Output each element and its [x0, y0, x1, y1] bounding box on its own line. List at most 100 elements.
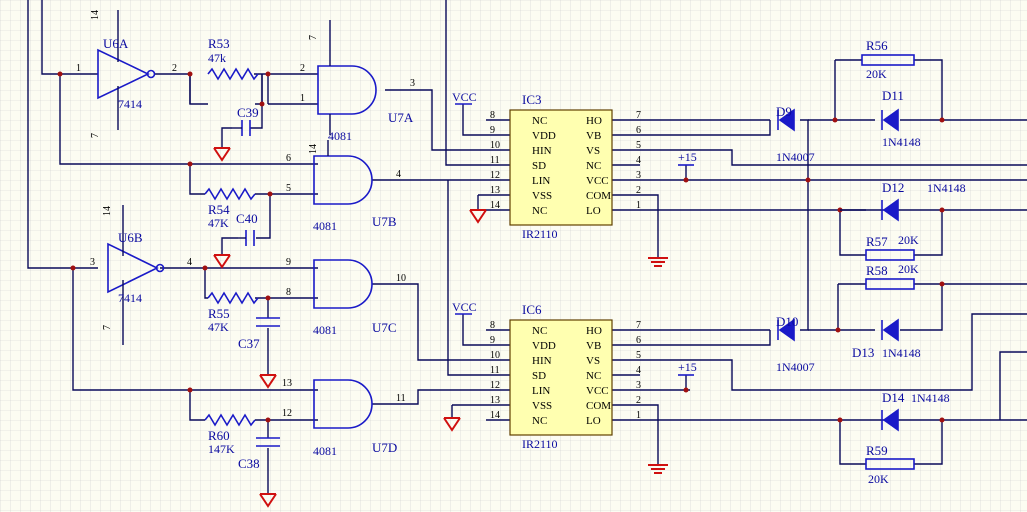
diode-d13[interactable]: D13 1N4148 — [852, 318, 921, 360]
capacitor-c39[interactable]: C39 — [232, 105, 259, 136]
resistor-r55[interactable]: R55 47K — [207, 291, 259, 334]
u6a-ref: U6A — [103, 36, 129, 51]
u7c-pin-a: 9 — [286, 257, 291, 268]
ic3-right-pin-name: COM — [586, 190, 611, 202]
ic6-left-pin-num: 12 — [490, 380, 500, 391]
ic3-left-pin-name: SD — [532, 160, 546, 172]
u6b-pin-vcc: 14 — [102, 206, 113, 216]
u6b-pin-out: 4 — [187, 257, 192, 268]
u7a-pin-b: 1 — [300, 93, 305, 104]
d10-part: 1N4007 — [776, 360, 815, 374]
ic3-left-pin-num: 8 — [490, 110, 495, 121]
r59-value: 20K — [868, 472, 889, 486]
ic6-right-pin-name: VB — [586, 340, 601, 352]
resistor-r56[interactable]: R56 20K — [861, 38, 915, 81]
r60-ref: R60 — [208, 428, 230, 443]
u6b-pin-gnd: 7 — [102, 325, 113, 330]
r53-ref: R53 — [208, 36, 230, 51]
ic3-right-pin-num: 5 — [636, 140, 641, 151]
u7a-pin-out: 3 — [410, 78, 415, 89]
ic6-left-pin-num: 9 — [490, 335, 495, 346]
u6a-pin-vcc: 14 — [90, 10, 101, 20]
diode-d9[interactable]: D9 1N4007 — [776, 104, 815, 164]
u7d-pin-a: 13 — [282, 378, 292, 389]
resistor-r60[interactable]: R60 147K — [204, 413, 256, 456]
r55-value: 47K — [208, 320, 229, 334]
resistor-r53[interactable]: R53 47k — [207, 36, 259, 81]
u7b-pin-vcc: 14 — [308, 144, 319, 154]
ic6-left-pin-num: 11 — [490, 365, 500, 376]
d12-part: 1N4148 — [927, 181, 966, 195]
ic6-ref: IC6 — [522, 302, 542, 317]
r58-ref: R58 — [866, 263, 888, 278]
ic3-ref: IC3 — [522, 92, 542, 107]
diode-d14[interactable]: D14 1N4148 — [881, 390, 950, 432]
u6a-pin-gnd: 7 — [90, 133, 101, 138]
capacitor-c37[interactable]: C37 — [238, 317, 280, 351]
ic6-right-pin-num: 1 — [636, 410, 641, 421]
vcc-label-ic6: VCC — [452, 300, 477, 314]
resistor-r57[interactable]: R57 20K — [865, 233, 919, 261]
u7a-part: 4081 — [328, 129, 352, 143]
ic6-right-pin-name: LO — [586, 415, 601, 427]
and-gate-u7d[interactable]: U7D 13 12 11 4081 — [282, 378, 406, 458]
u7a-pin-a: 2 — [300, 63, 305, 74]
d14-ref: D14 — [882, 390, 905, 405]
ic3-left-pin-name: VSS — [532, 190, 552, 202]
r58-value: 20K — [898, 262, 919, 276]
ic6-right-pin-num: 5 — [636, 350, 641, 361]
u7d-pin-out: 11 — [396, 393, 406, 404]
r54-value: 47K — [208, 216, 229, 230]
u7d-pin-b: 12 — [282, 408, 292, 419]
and-gate-u7b[interactable]: 14 U7B 6 5 4 4081 — [286, 140, 401, 233]
d13-ref: D13 — [852, 345, 874, 360]
ic3-right-pin-name: VCC — [586, 175, 609, 187]
resistor-r54[interactable]: R54 47K — [204, 187, 256, 230]
ic3-right-pin-num: 3 — [636, 170, 641, 181]
ic3-left-pin-name: LIN — [532, 175, 550, 187]
ic6-right-pin-name: COM — [586, 400, 611, 412]
ic6-left-pin-num: 13 — [490, 395, 500, 406]
ic6-left-pin-name: LIN — [532, 385, 550, 397]
ic6-left-pin-num: 8 — [490, 320, 495, 331]
u7c-part: 4081 — [313, 323, 337, 337]
ic6-left-pin-num: 10 — [490, 350, 500, 361]
and-gate-u7a[interactable]: U7A 2 1 3 7 4081 — [300, 20, 415, 143]
d11-ref: D11 — [882, 88, 904, 103]
ic6-left-pin-num: 14 — [490, 410, 500, 421]
capacitor-c40[interactable]: C40 — [236, 211, 258, 246]
r53-value: 47k — [208, 51, 226, 65]
ic6-right-pin-name: HO — [586, 325, 602, 337]
diode-d12[interactable]: D12 1N4148 — [840, 180, 966, 222]
inverter-u6b[interactable]: U6B 7414 14 7 3 4 — [90, 205, 192, 345]
resistor-r59[interactable]: R59 20K — [865, 443, 915, 486]
capacitor-c38[interactable]: C38 — [238, 437, 280, 471]
u7b-part: 4081 — [313, 219, 337, 233]
ic6-right-pin-num: 3 — [636, 380, 641, 391]
wires — [27, 0, 1027, 494]
inverter-u6a[interactable]: U6A 7414 14 7 1 2 — [76, 10, 177, 138]
ic6-left-pin-name: VDD — [532, 340, 556, 352]
diode-d10[interactable]: D10 1N4007 — [776, 314, 815, 374]
ic3-right-pin-name: VS — [586, 145, 600, 157]
ic3-right-pin-num: 1 — [636, 200, 641, 211]
r57-ref: R57 — [866, 234, 888, 249]
and-gate-u7c[interactable]: U7C 9 8 10 4081 — [286, 257, 406, 337]
ic6-right-pin-num: 7 — [636, 320, 641, 331]
u7b-ref: U7B — [372, 214, 397, 229]
u7a-ref: U7A — [388, 110, 414, 125]
ic3-right-pin-num: 4 — [636, 155, 641, 166]
u6b-ref: U6B — [118, 230, 143, 245]
d9-part: 1N4007 — [776, 150, 815, 164]
ground-symbols — [213, 147, 668, 507]
resistor-r58[interactable]: R58 20K — [865, 262, 919, 290]
ic6-right-pin-name: VCC — [586, 385, 609, 397]
diode-d11[interactable]: D11 1N4148 — [881, 88, 921, 149]
ic3-left-pin-num: 10 — [490, 140, 500, 151]
